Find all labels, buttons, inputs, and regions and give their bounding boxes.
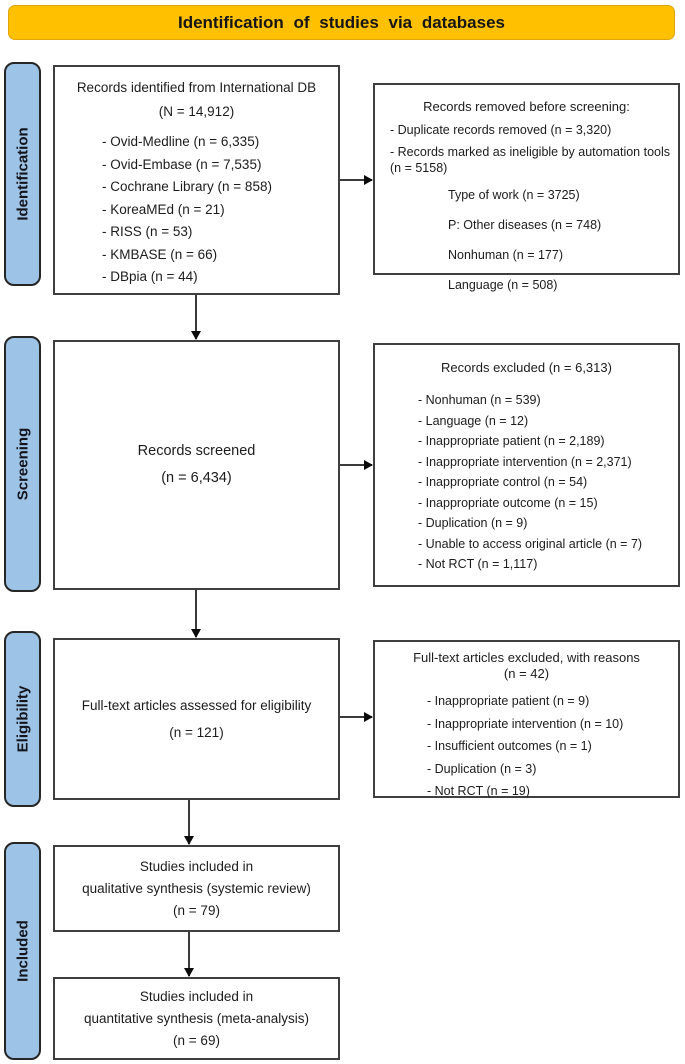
box-records-screened: Records screened (n = 6,434) [53, 340, 340, 590]
box-fulltext-assessed: Full-text articles assessed for eligibil… [53, 638, 340, 800]
fulltext-excluded-count: (n = 42) [503, 666, 550, 681]
stage-screening: Screening [4, 336, 41, 592]
records-removed-item: - Records marked as ineligible by automa… [390, 145, 670, 175]
stage-eligibility-label: Eligibility [14, 685, 31, 753]
automation-reason-item: Nonhuman (n = 177) [448, 248, 564, 262]
records-excluded-title: Records excluded (n = 6,313) [441, 360, 612, 375]
database-source-item: - DBpia (n = 44) [102, 269, 198, 284]
diagram-title-banner: Identification of studies via databases [8, 5, 675, 40]
stage-eligibility: Eligibility [4, 631, 41, 807]
records-excluded-item: - Not RCT (n = 1,117) [418, 557, 538, 571]
quantitative-line1: Studies included in [139, 988, 254, 1004]
quantitative-count: (n = 69) [173, 1032, 220, 1048]
database-source-item: - Cochrane Library (n = 858) [102, 179, 272, 194]
database-source-item: - KoreaMEd (n = 21) [102, 201, 225, 217]
records-removed-title: Records removed before screening: [423, 99, 630, 114]
arrow-fulltext-to-qualitative [188, 800, 190, 844]
qualitative-count: (n = 79) [173, 902, 220, 918]
records-excluded-item: - Inappropriate intervention (n = 2,371) [418, 454, 632, 469]
fulltext-excluded-item: - Insufficient outcomes (n = 1) [427, 739, 592, 753]
diagram-title: Identification of studies via databases [177, 12, 506, 32]
records-identified-count: (N = 14,912) [158, 104, 235, 119]
box-qualitative-synthesis: Studies included in qualitative synthesi… [53, 845, 340, 932]
records-excluded-item: - Inappropriate outcome (n = 15) [418, 495, 598, 510]
records-excluded-item: - Nonhuman (n = 539) [418, 393, 541, 407]
database-source-item: - Ovid-Medline (n = 6,335) [102, 134, 260, 149]
qualitative-line2: qualitative synthesis (systemic review) [82, 880, 311, 896]
database-source-item: - KMBASE (n = 66) [102, 246, 218, 262]
automation-reason-list: Type of work (n = 3725) P: Other diseases… [375, 180, 678, 300]
database-source-list: - Ovid-Medline (n = 6,335) - Ovid-Embase … [55, 131, 338, 289]
records-screened-title: Records screened [137, 443, 256, 459]
fulltext-excluded-item: - Inappropriate intervention (n = 10) [427, 716, 624, 731]
box-records-excluded: Records excluded (n = 6,313) - Nonhuman … [373, 343, 680, 587]
database-source-item: - Ovid-Embase (n = 7,535) [102, 156, 262, 172]
arrow-identified-to-removed [340, 179, 372, 181]
arrow-screened-to-fulltext [195, 590, 197, 637]
fulltext-assessed-title: Full-text articles assessed for eligibil… [81, 698, 312, 713]
stage-identification-label: Identification [14, 127, 31, 221]
box-quantitative-synthesis: Studies included in quantitative synthes… [53, 977, 340, 1060]
records-excluded-item: - Duplication (n = 9) [418, 516, 528, 530]
records-excluded-list: - Nonhuman (n = 539) - Language (n = 12) -… [375, 390, 678, 575]
stage-identification: Identification [4, 62, 41, 286]
fulltext-excluded-list: - Inappropriate patient (n = 9) - Inappro… [375, 690, 678, 803]
automation-reason-item: Type of work (n = 3725) [448, 188, 580, 202]
fulltext-assessed-count: (n = 121) [169, 725, 224, 740]
box-records-identified: Records identified from International DB… [53, 65, 340, 295]
stage-included: Included [4, 842, 41, 1060]
arrow-identified-to-screened [195, 295, 197, 339]
records-removed-item: - Duplicate records removed (n = 3,320) [390, 123, 612, 137]
records-excluded-item: - Unable to access original article (n =… [418, 536, 643, 551]
records-removed-list: - Duplicate records removed (n = 3,320) -… [375, 119, 678, 179]
fulltext-excluded-item: - Inappropriate patient (n = 9) [427, 694, 590, 708]
automation-reason-item: P: Other diseases (n = 748) [448, 218, 602, 232]
records-excluded-item: - Language (n = 12) [418, 413, 529, 428]
stage-screening-label: Screening [14, 427, 31, 501]
arrow-qualitative-to-quantitative [188, 932, 190, 976]
records-excluded-item: - Inappropriate control (n = 54) [418, 475, 588, 489]
arrow-fulltext-to-fulltext-excluded [340, 716, 372, 718]
box-fulltext-excluded: Full-text articles excluded, with reason… [373, 640, 680, 798]
arrow-screened-to-excluded [340, 464, 372, 466]
box-records-removed: Records removed before screening: - Dupl… [373, 83, 680, 292]
fulltext-excluded-title: Full-text articles excluded, with reason… [413, 650, 640, 665]
records-identified-title: Records identified from International DB [76, 80, 317, 95]
records-excluded-item: - Inappropriate patient (n = 2,189) [418, 434, 605, 448]
database-source-item: - RISS (n = 53) [102, 224, 193, 239]
stage-included-label: Included [14, 920, 31, 982]
fulltext-excluded-item: - Not RCT (n = 19) [427, 784, 530, 798]
fulltext-excluded-item: - Duplication (n = 3) [427, 761, 537, 776]
records-screened-count: (n = 6,434) [161, 470, 232, 486]
automation-reason-item: Language (n = 508) [448, 278, 558, 292]
quantitative-line2: quantitative synthesis (meta-analysis) [83, 1010, 310, 1026]
qualitative-line1: Studies included in [139, 858, 254, 874]
